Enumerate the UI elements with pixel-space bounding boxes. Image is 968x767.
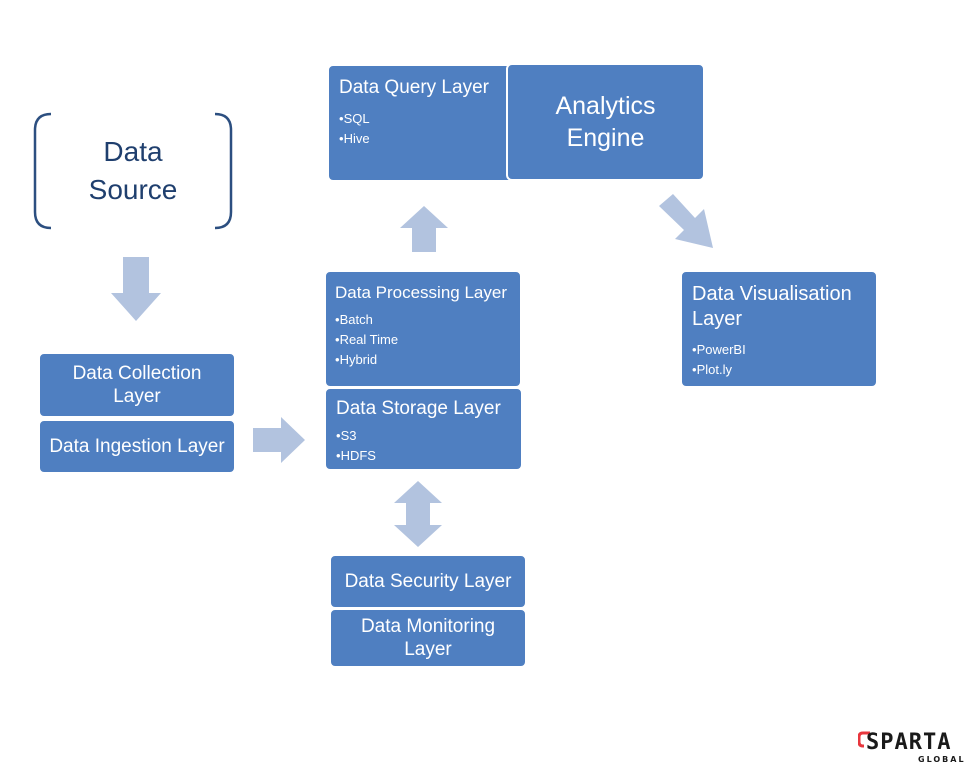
list-item: PowerBI bbox=[692, 340, 866, 360]
arrow-diagonal-icon bbox=[659, 194, 713, 248]
logo-subtitle: GLOBAL bbox=[918, 755, 966, 764]
data-query-list: SQL Hive bbox=[339, 109, 505, 149]
data-ingestion-title: Data Ingestion Layer bbox=[49, 436, 225, 457]
list-item: Real Time bbox=[335, 330, 511, 350]
arrow-right-icon bbox=[253, 417, 305, 463]
data-source-line1: Data bbox=[103, 136, 163, 167]
data-visualisation-layer: Data Visualisation Layer PowerBI Plot.ly bbox=[680, 270, 878, 388]
data-security-title: Data Security Layer bbox=[344, 571, 512, 592]
arrow-up-icon bbox=[400, 206, 448, 252]
data-collection-layer: Data Collection Layer bbox=[38, 352, 236, 418]
data-security-layer: Data Security Layer bbox=[329, 554, 527, 609]
data-monitoring-title: Data Monitoring Layer bbox=[360, 616, 496, 660]
data-query-title: Data Query Layer bbox=[339, 77, 489, 98]
data-collection-title: Data Collection Layer bbox=[72, 363, 202, 407]
list-item: SQL bbox=[339, 109, 505, 129]
list-item: Hive bbox=[339, 129, 505, 149]
data-source-bracket bbox=[33, 112, 233, 230]
data-ingestion-layer: Data Ingestion Layer bbox=[38, 419, 236, 474]
data-processing-title: Data Processing Layer bbox=[335, 283, 507, 302]
data-visualisation-title: Data Visualisation Layer bbox=[692, 283, 852, 330]
data-storage-layer: Data Storage Layer S3 HDFS bbox=[324, 387, 523, 471]
analytics-engine: Analytics Engine bbox=[506, 63, 705, 181]
data-source-label: Data Source bbox=[33, 112, 233, 230]
data-processing-layer: Data Processing Layer Batch Real Time Hy… bbox=[324, 270, 522, 388]
data-monitoring-layer: Data Monitoring Layer bbox=[329, 608, 527, 668]
list-item: Hybrid bbox=[335, 350, 511, 370]
analytics-line2: Engine bbox=[566, 124, 645, 152]
data-storage-list: S3 HDFS bbox=[336, 426, 511, 466]
sparta-global-logo: SPARTA GLOBAL bbox=[858, 728, 968, 767]
list-item: HDFS bbox=[336, 446, 511, 466]
arrow-down-icon bbox=[111, 257, 161, 321]
data-source-line2: Source bbox=[88, 174, 178, 205]
arrow-up-down-icon bbox=[394, 481, 442, 547]
data-visualisation-list: PowerBI Plot.ly bbox=[692, 340, 866, 380]
list-item: Plot.ly bbox=[692, 360, 866, 380]
data-processing-list: Batch Real Time Hybrid bbox=[335, 310, 511, 370]
data-storage-title: Data Storage Layer bbox=[336, 398, 501, 419]
list-item: Batch bbox=[335, 310, 511, 330]
list-item: S3 bbox=[336, 426, 511, 446]
analytics-line1: Analytics bbox=[555, 92, 656, 120]
data-query-layer: Data Query Layer SQL Hive bbox=[327, 64, 517, 182]
logo-wordmark: SPARTA bbox=[866, 730, 952, 755]
logo-mark-icon bbox=[858, 731, 870, 748]
